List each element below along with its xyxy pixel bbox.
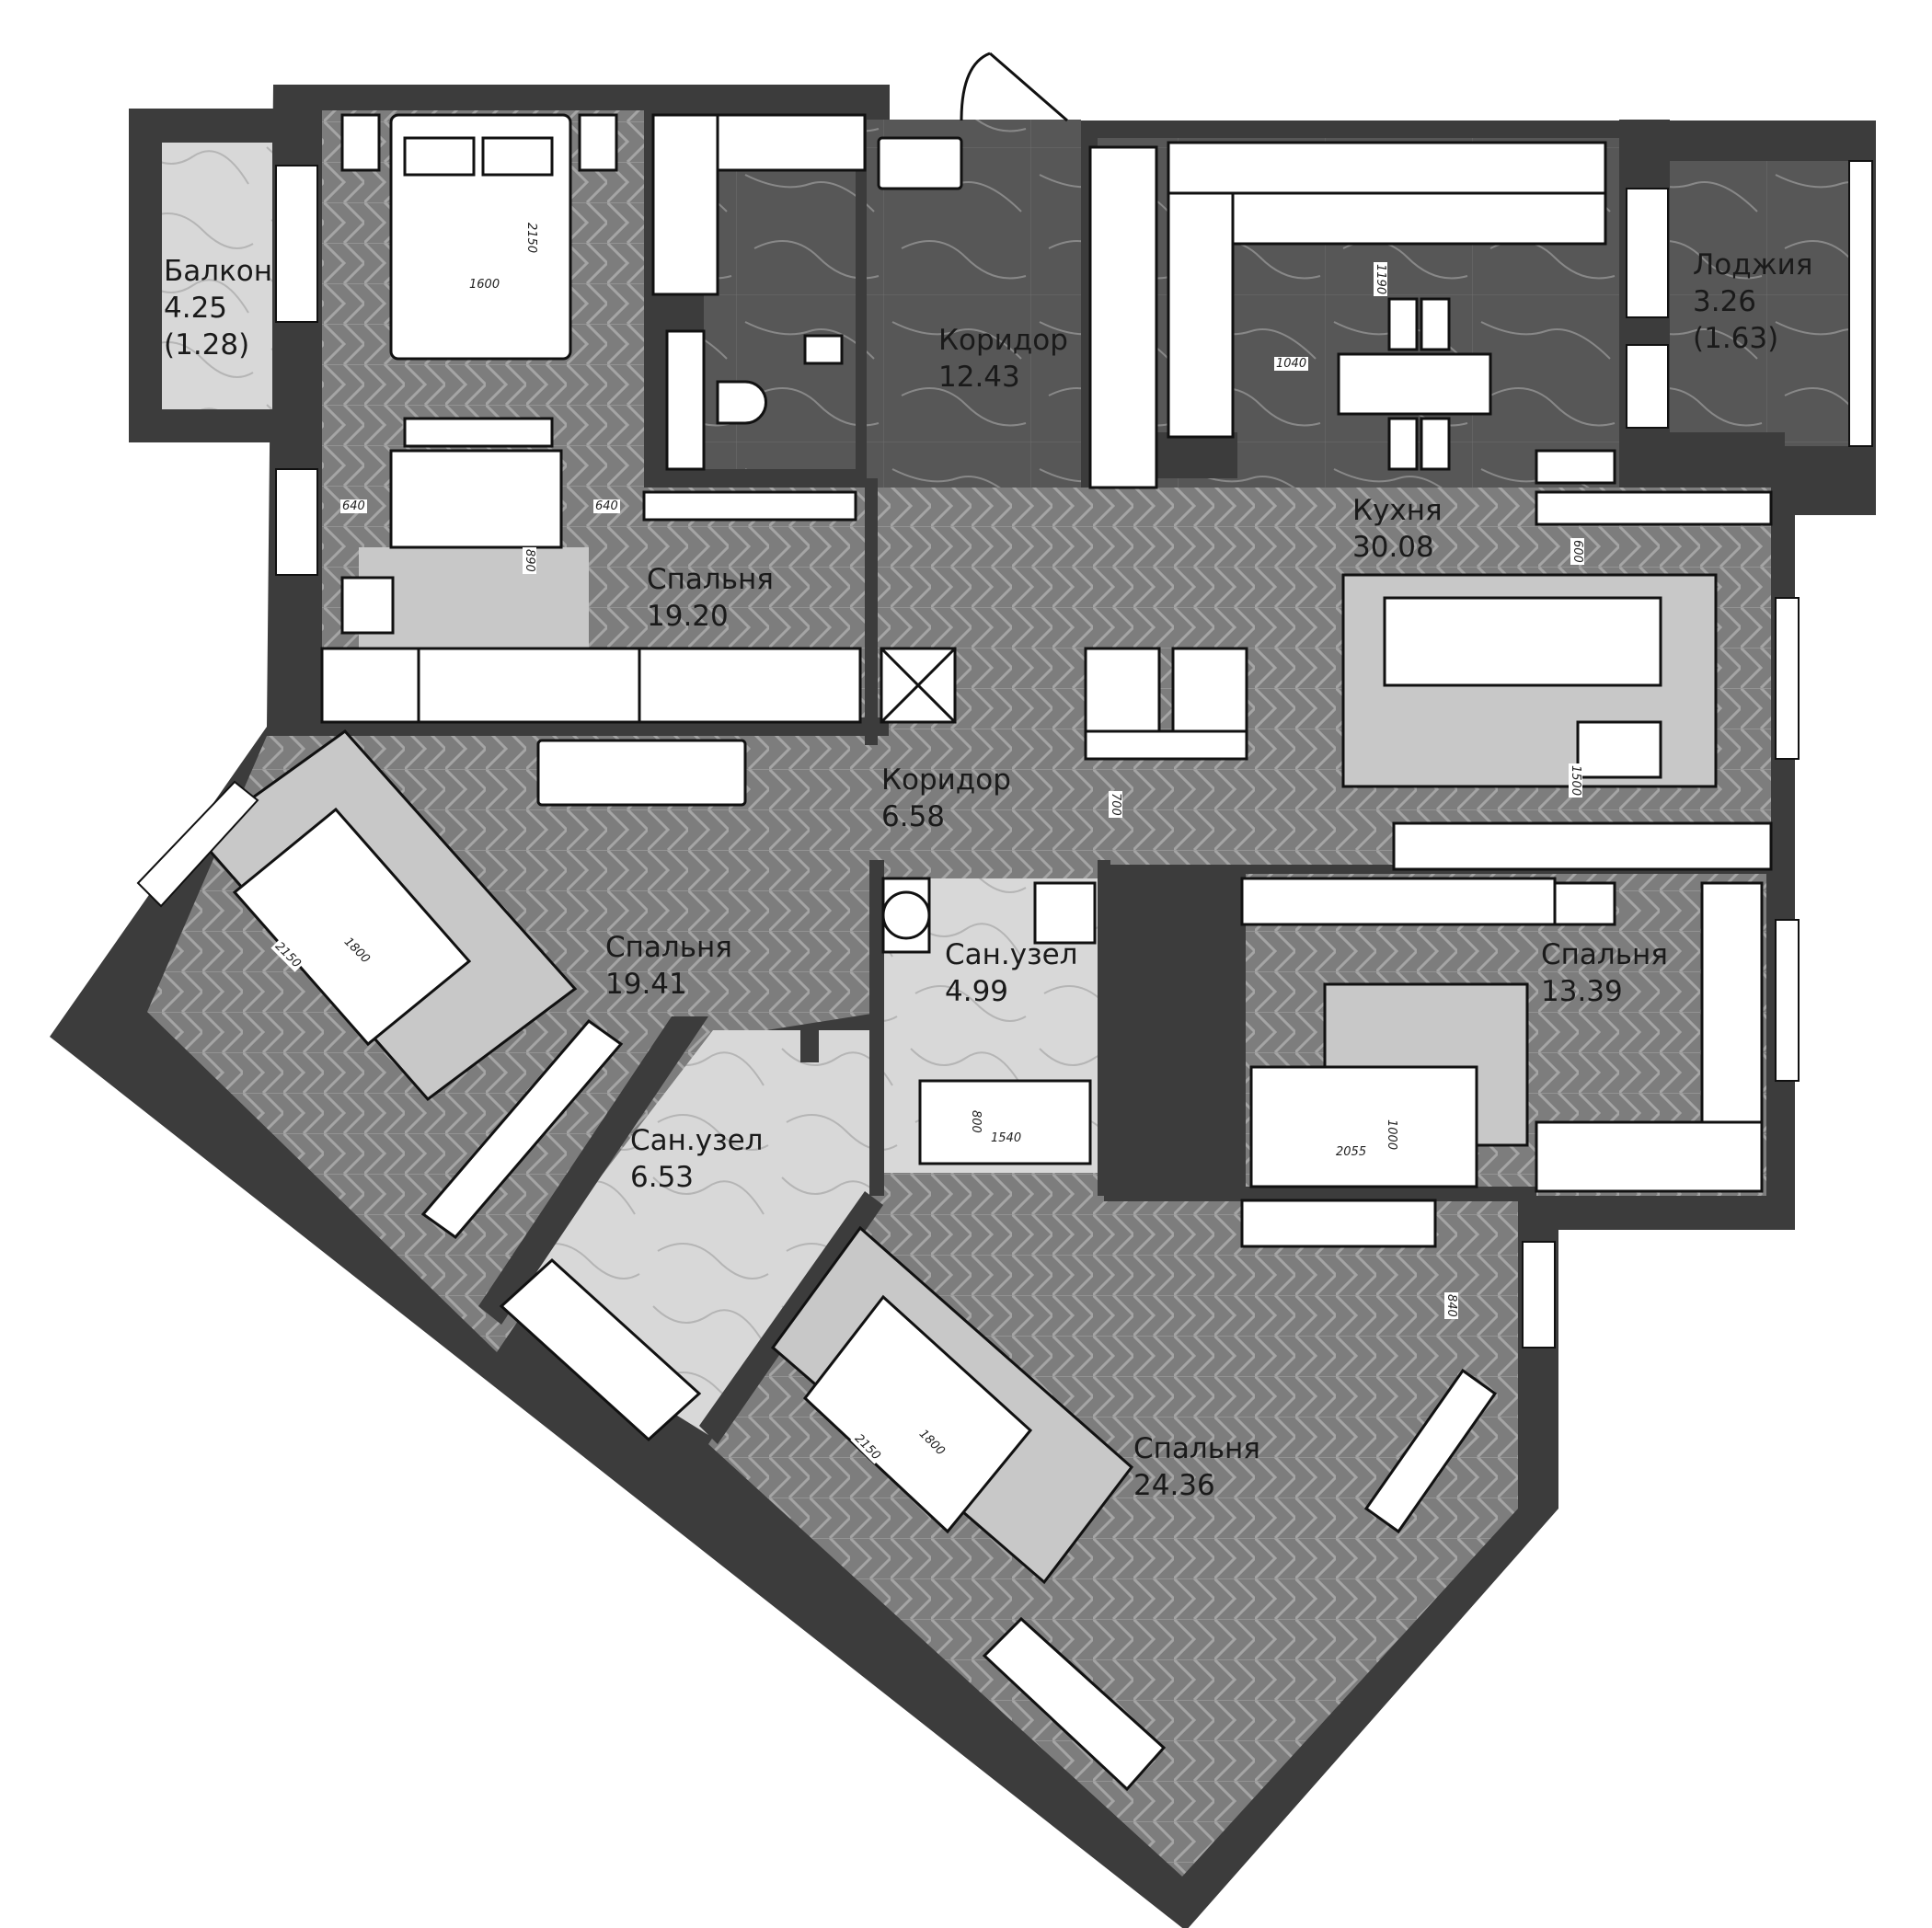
dimension-kitchen-sofa-gap: 600 [1570,538,1584,565]
dimension-sofa1-rug: 890 [523,547,536,574]
room-area: 12.43 [938,361,1020,394]
room-name: Спальня [1133,1432,1260,1465]
room-name: Спальня [605,931,732,964]
dimension-kitchen-table-depth: 1190 [1374,262,1387,297]
room-name: Сан.узел [945,938,1078,971]
dimension-kitchen-rug-gap: 1500 [1569,763,1582,798]
room-label-balcony: Балкон 4.25 (1.28) [164,253,272,363]
room-area: 3.26 [1693,285,1757,318]
furniture [195,113,1773,1792]
room-name: Спальня [647,563,774,596]
room-label-bedroom-3: Спальня 13.39 [1541,936,1668,1010]
dimension-bed1-length: 2150 [524,221,538,256]
dimension-bath1-width: 800 [969,1108,983,1135]
dimension-sofa1-right: 640 [593,499,620,513]
room-area: 4.99 [945,975,1009,1008]
room-name: Лоджия [1693,248,1813,281]
dimension-corridor-gap: 700 [1109,791,1122,818]
entrance-door [960,52,1068,122]
room-sub-area: (1.28) [164,328,250,362]
dimension-bath1-length: 1540 [989,1131,1024,1145]
room-area: 6.53 [630,1161,695,1194]
dimension-bed1-width: 1600 [467,278,502,292]
room-label-bedroom-2: Спальня 19.41 [605,929,732,1003]
room-name: Коридор [881,763,1011,797]
room-area: 19.41 [605,968,687,1001]
room-sub-area: (1.63) [1693,322,1779,355]
room-label-corridor-entrance: Коридор 12.43 [938,322,1068,396]
room-label-kitchen: Кухня 30.08 [1352,492,1443,566]
dimension-sofa1-left: 640 [340,499,367,513]
dimension-bedroom4-gap: 840 [1444,1292,1458,1319]
room-area: 13.39 [1541,975,1623,1008]
windows [136,160,1873,1348]
room-label-bedroom-4: Спальня 24.36 [1133,1430,1260,1504]
room-name: Балкон [164,255,273,288]
room-label-loggia: Лоджия 3.26 (1.63) [1693,247,1812,357]
room-name: Кухня [1352,494,1443,527]
room-area: 30.08 [1352,531,1434,564]
room-area: 24.36 [1133,1469,1215,1502]
room-label-bedroom-1: Спальня 19.20 [647,561,774,635]
room-name: Сан.узел [630,1124,764,1157]
room-name: Коридор [938,324,1068,357]
room-area: 4.25 [164,292,228,325]
dimension-bed3-width: 1000 [1385,1118,1398,1153]
room-label-corridor-inner: Коридор 6.58 [881,762,1011,835]
dimension-kitchen-table-gap: 1040 [1274,357,1309,371]
room-area: 19.20 [647,600,729,633]
dimension-bed3-length: 2055 [1334,1145,1369,1159]
room-area: 6.58 [881,800,946,833]
room-label-bathroom-1: Сан.узел 4.99 [945,936,1077,1010]
room-label-bathroom-2: Сан.узел 6.53 [630,1122,763,1196]
room-name: Спальня [1541,938,1668,971]
